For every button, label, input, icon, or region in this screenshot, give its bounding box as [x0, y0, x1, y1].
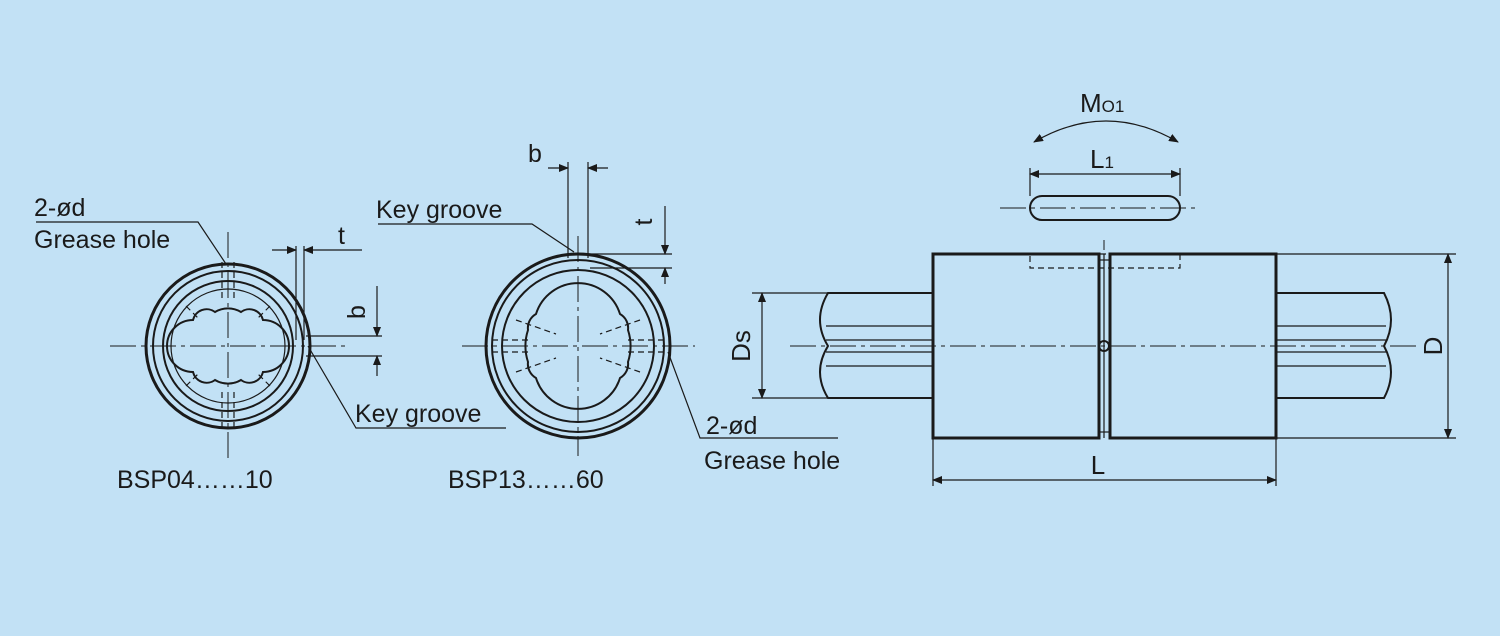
middle-spline-mark	[599, 357, 641, 373]
middle-spline-profile	[524, 282, 632, 410]
middle-t-label: t	[630, 218, 658, 225]
left-spline-mark	[255, 371, 271, 387]
middle-bore-circle	[501, 269, 655, 423]
middle-hole-count-label: 2-ød	[706, 412, 757, 440]
left-key-groove-label: Key groove	[355, 400, 481, 428]
left-spline-mark	[185, 305, 201, 321]
length-label: L	[1091, 450, 1105, 480]
moment-subscript: O1	[1102, 97, 1125, 116]
left-caption: BSP04……10	[117, 466, 273, 494]
moment-label: MO1	[1080, 88, 1124, 118]
middle-spline-mark	[515, 319, 557, 335]
middle-spline-mark	[599, 319, 641, 335]
middle-outer-circle	[484, 252, 672, 440]
middle-end-view: b Key groove t 2-ød Grease hole BSP13……6…	[376, 140, 840, 494]
shaft-diameter-label: Ds	[726, 330, 756, 362]
left-hole-count-label: 2-ød	[34, 194, 85, 222]
left-t-label: t	[338, 222, 345, 250]
key-slot	[1029, 253, 1181, 269]
key-length-label: L1	[1090, 144, 1114, 174]
middle-outer-inner-circle	[491, 259, 665, 433]
left-spline-profile	[166, 307, 290, 385]
grease-hole	[1098, 340, 1110, 352]
middle-key-groove-leader	[378, 223, 575, 253]
moment-arrow	[1033, 120, 1179, 143]
left-end-view: 2-ød Grease hole t b Key groove BSP04……1…	[34, 194, 506, 494]
middle-key-groove-label: Key groove	[376, 196, 502, 224]
left-bore-circle	[162, 280, 294, 412]
side-view: MO1 L1 Ds D L	[726, 88, 1456, 486]
left-outer-inner-circle	[152, 270, 304, 422]
left-b-label: b	[343, 305, 371, 319]
middle-spline-mark	[515, 357, 557, 373]
left-spline-mark	[255, 305, 271, 321]
outer-diameter-label: D	[1418, 337, 1448, 356]
left-key-groove-leader	[307, 345, 506, 429]
left-inner-circle	[170, 288, 286, 404]
middle-grease-hole-leader	[667, 351, 838, 439]
middle-grease-hole-label: Grease hole	[704, 447, 840, 475]
left-outer-circle	[144, 262, 312, 430]
key-length-letter: L	[1090, 144, 1104, 174]
left-grease-hole-label: Grease hole	[34, 226, 170, 254]
middle-caption: BSP13……60	[448, 466, 604, 494]
left-shaft	[819, 292, 933, 399]
left-spline-mark	[185, 371, 201, 387]
moment-letter: M	[1080, 88, 1102, 118]
key-length-subscript: 1	[1104, 153, 1113, 172]
left-grease-hole-leader	[36, 221, 227, 265]
middle-b-label: b	[528, 140, 542, 168]
